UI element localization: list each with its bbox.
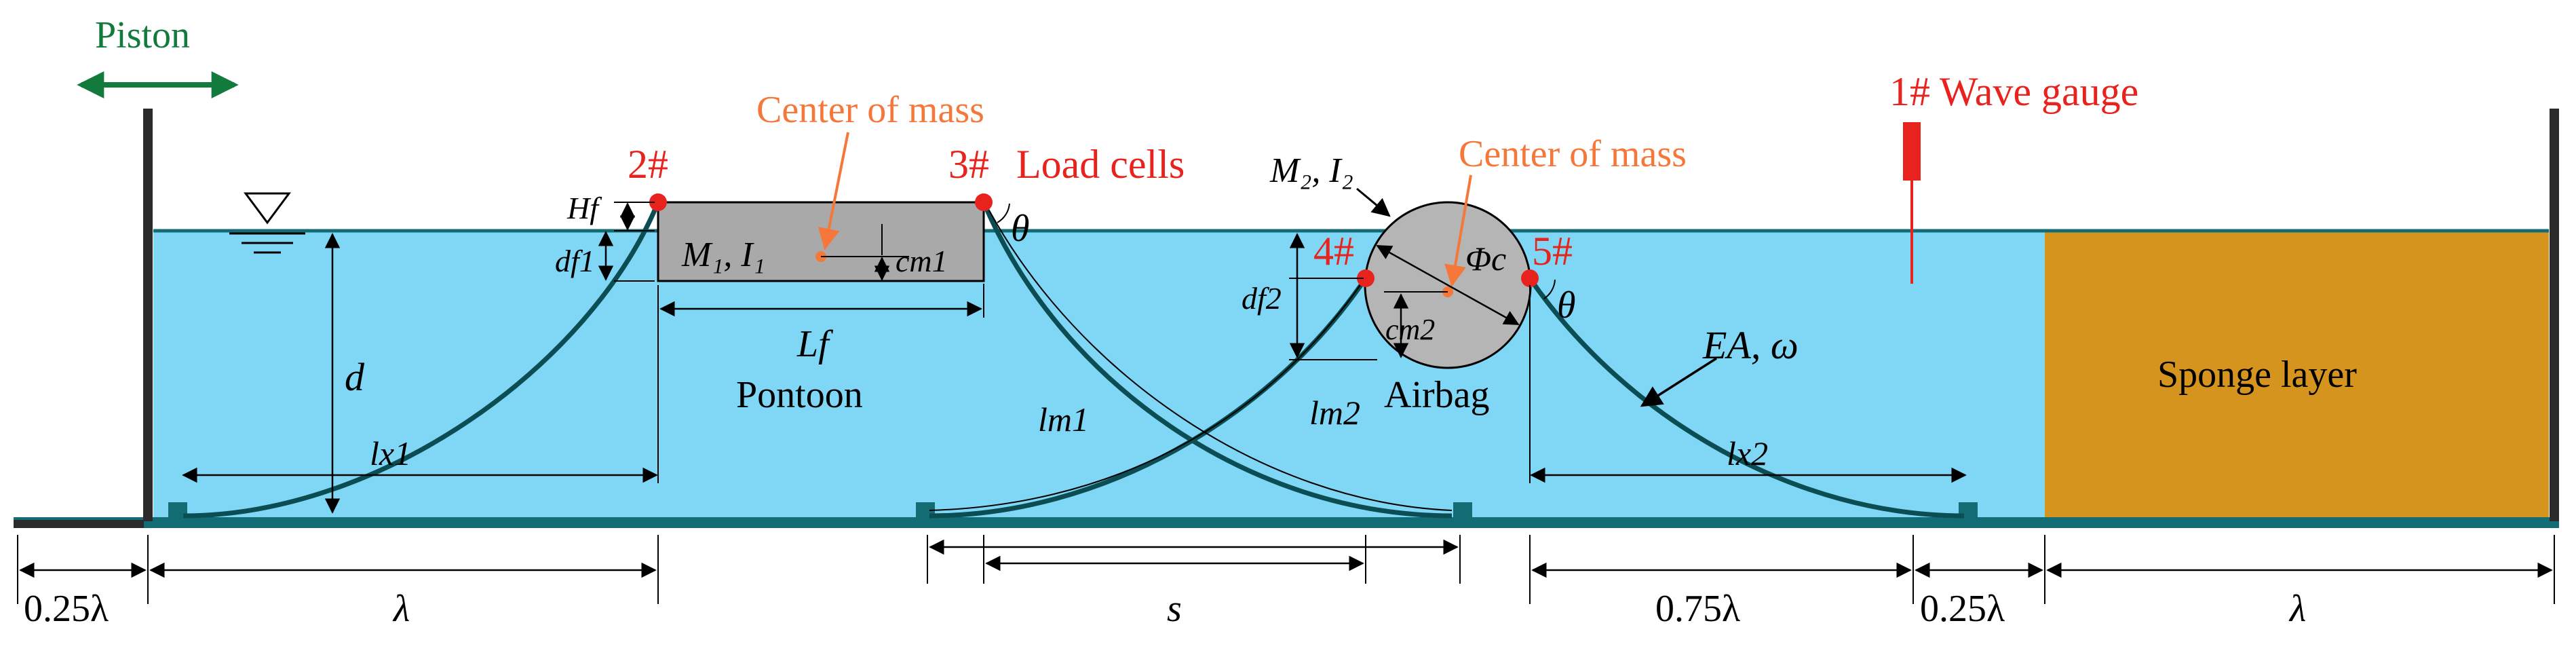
theta-arc-2 <box>1543 279 1556 299</box>
gauge-point-5 <box>1521 269 1539 287</box>
water-level-symbol <box>244 192 291 225</box>
lm1-label: lm1 <box>1038 400 1089 438</box>
mooring-line-2 <box>182 201 661 519</box>
anchor-3 <box>1453 502 1472 521</box>
m2-pointer <box>1356 187 1391 217</box>
dim-lambda-left-label: λ <box>392 588 410 630</box>
dim-lambda-right-label: λ <box>2288 588 2306 630</box>
dim-075-label: 0.75λ <box>1655 588 1740 630</box>
load-cells-label: Load cells <box>1016 142 1185 187</box>
anchor-1 <box>168 502 187 521</box>
lm1-reference <box>988 210 1453 511</box>
wave-gauge-label: 1# Wave gauge <box>1889 69 2138 114</box>
gauge-3-label: 3# <box>948 142 989 187</box>
wave-gauge-body <box>1903 122 1921 181</box>
gauge-point-2 <box>649 193 667 211</box>
phi-c-label: Φc <box>1465 240 1506 278</box>
lm2-reference <box>929 284 1361 511</box>
theta-arc-1 <box>997 203 1010 223</box>
piston-label: Piston <box>95 14 190 56</box>
dim-025-left-label: 0.25λ <box>24 588 109 630</box>
dim-s-label: s <box>1167 588 1182 630</box>
cm2-label: cm2 <box>1385 313 1435 346</box>
pontoon-label: Pontoon <box>736 374 863 416</box>
lf-label: Lf <box>796 323 834 365</box>
anchor-4 <box>1959 502 1978 521</box>
m2-i2-label: M₂, I₂ <box>1269 151 1353 190</box>
gauge-point-4 <box>1357 269 1374 287</box>
sponge-layer <box>2045 231 2549 517</box>
df2-label: df2 <box>1242 281 1282 316</box>
theta-1-label: θ <box>1011 208 1030 250</box>
mooring-line-3 <box>981 201 1453 519</box>
center-of-mass-1-label: Center of mass <box>756 89 984 131</box>
lx1-label: lx1 <box>370 434 411 472</box>
lm2-label: lm2 <box>1309 394 1360 432</box>
center-of-mass-2-label: Center of mass <box>1459 133 1687 175</box>
airbag-label: Airbag <box>1384 374 1490 416</box>
hf-label: Hf <box>566 191 602 225</box>
lx2-label: lx2 <box>1727 434 1768 472</box>
dim-phi-c <box>1376 244 1520 326</box>
gauge-5-label: 5# <box>1532 229 1573 274</box>
m1-i1-label: M₁, I₁ <box>681 236 765 274</box>
dim-025-right-label: 0.25λ <box>1920 588 2005 630</box>
water-body <box>153 231 2045 517</box>
anchor-2 <box>916 502 935 521</box>
gauge-2-label: 2# <box>628 142 668 187</box>
ea-pointer <box>1640 357 1717 407</box>
cm1-label: cm1 <box>896 244 948 278</box>
d-label: d <box>345 355 365 399</box>
theta-2-label: θ <box>1557 284 1576 326</box>
gauge-4-label: 4# <box>1313 229 1354 274</box>
df1-label: df1 <box>555 244 595 278</box>
ea-omega-label: EA, ω <box>1702 323 1799 367</box>
com1-pointer <box>818 132 849 250</box>
mooring-line-5 <box>1528 277 1965 519</box>
gauge-point-3 <box>975 193 993 211</box>
sponge-layer-label: Sponge layer <box>2157 354 2357 396</box>
